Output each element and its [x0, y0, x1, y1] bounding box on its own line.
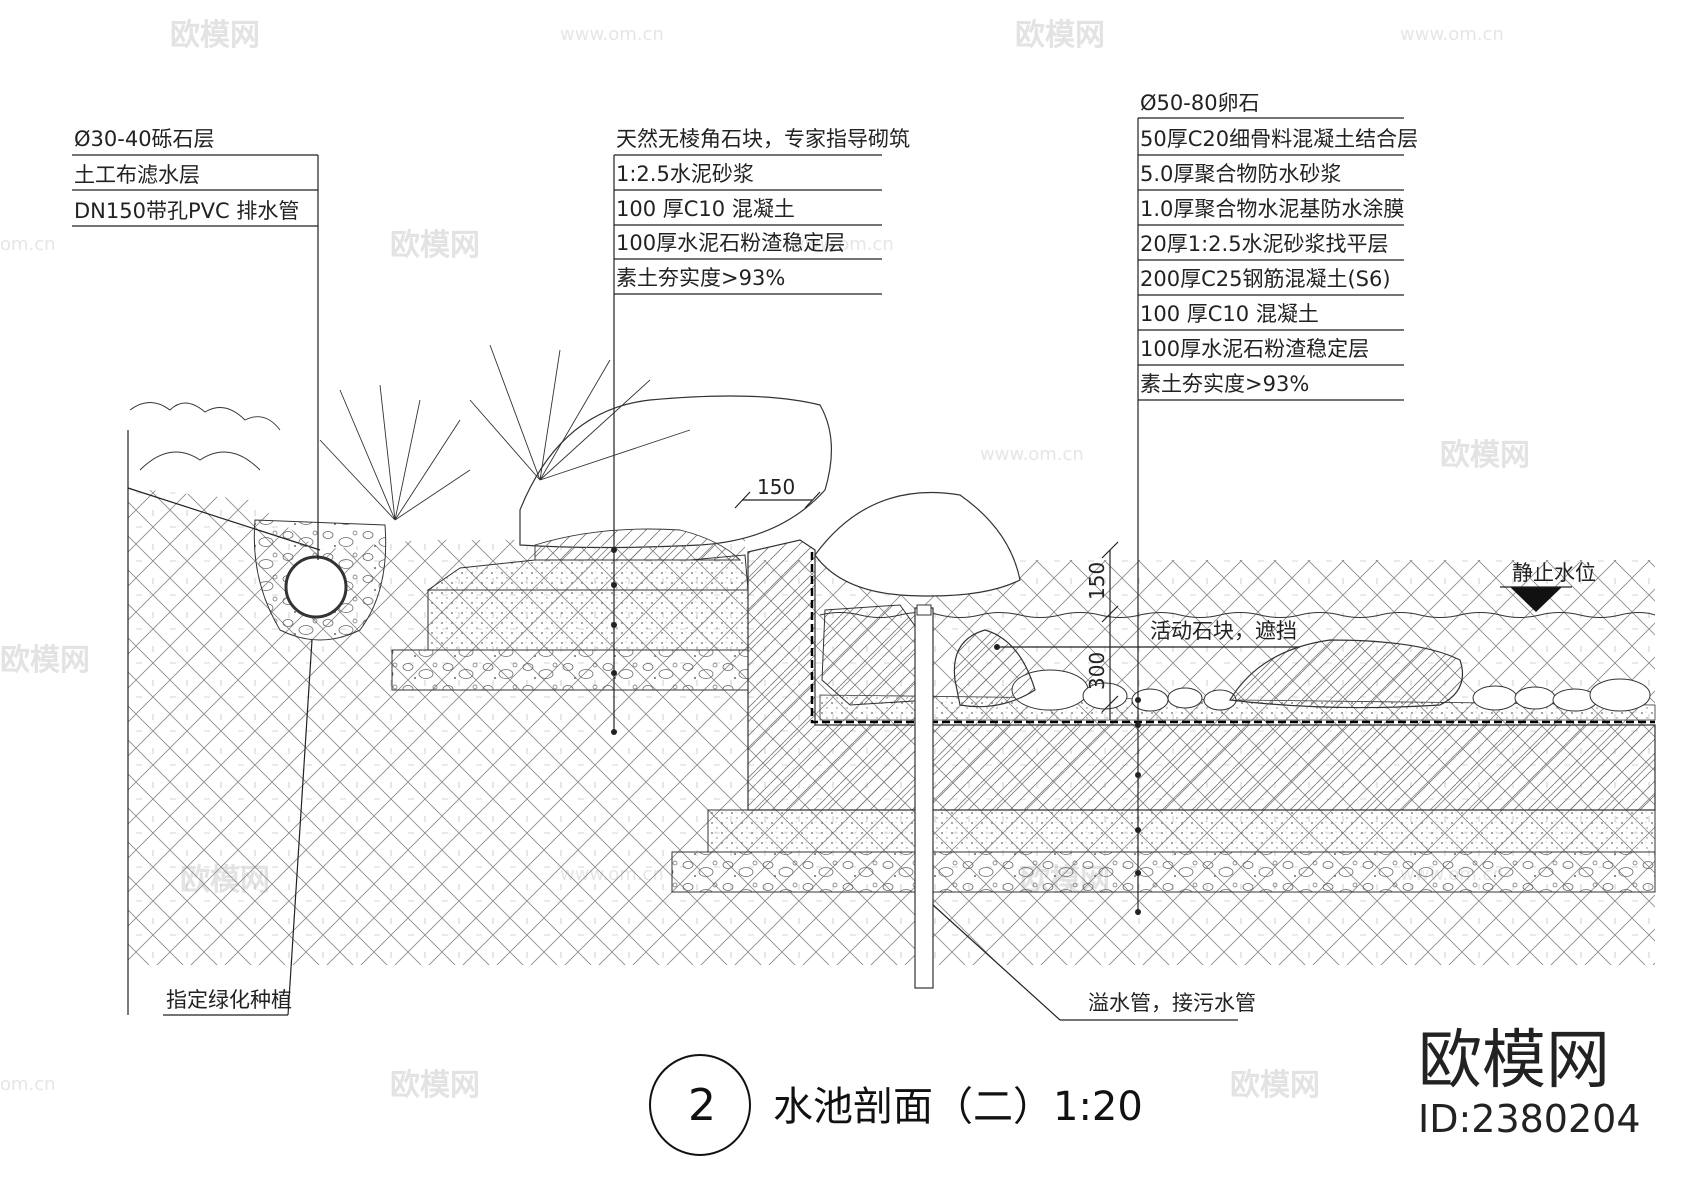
label-mid-1: 1:2.5水泥砂浆 — [616, 162, 754, 186]
label-left-1: 土工布滤水层 — [74, 163, 200, 187]
watermark-logo: 欧模网 — [390, 228, 480, 263]
dimension-text: 150 — [757, 475, 795, 499]
label-right-0: Ø50-80卵石 — [1140, 91, 1260, 115]
callout-left: Ø30-40砾石层 土工布滤水层 DN150带孔PVC 排水管 — [72, 127, 319, 560]
label-still-water: 静止水位 — [1512, 561, 1596, 585]
pool-c10-concrete — [707, 809, 1656, 853]
water-level-symbol — [1510, 587, 1562, 612]
overflow-pipe — [914, 607, 934, 989]
title-text: 水池剖面（二）1:20 — [773, 1084, 1143, 1130]
watermark-logo: 欧模网 — [1015, 18, 1105, 53]
title-number: 2 — [688, 1080, 716, 1131]
label-right-8: 素土夯实度>93% — [1140, 372, 1309, 396]
pool-waterproof-line — [810, 552, 1655, 724]
label-right-6: 100 厚C10 混凝土 — [1140, 302, 1319, 326]
watermark-logo: 欧模网 — [0, 643, 90, 678]
dimension-150-top: 150 — [734, 475, 821, 509]
label-mid-2: 100 厚C10 混凝土 — [616, 197, 795, 221]
drain-pipe — [284, 555, 348, 619]
watermark-url: www.om.cn — [790, 234, 894, 255]
label-overflow: 溢水管，接污水管 — [1088, 991, 1256, 1015]
callout-mid: 天然无棱角石块，专家指导砌筑 1:2.5水泥砂浆 100 厚C10 混凝土 10… — [611, 127, 910, 735]
shrub-outline — [129, 402, 281, 471]
left-concrete-layer — [427, 589, 749, 651]
watermark-logo: 欧模网 — [170, 18, 260, 53]
label-movable-stone: 活动石块，遮挡 — [1150, 619, 1297, 643]
annotation-overflow: 溢水管，接污水管 — [932, 904, 1256, 1021]
pool-stabilized-layer — [671, 851, 1656, 893]
dimension-text: 150 — [1085, 562, 1109, 600]
annotation-movable-stone: 活动石块，遮挡 — [994, 619, 1300, 650]
movable-stone-1 — [953, 629, 1036, 708]
label-left-0: Ø30-40砾石层 — [74, 127, 215, 151]
label-right-7: 100厚水泥石粉渣稳定层 — [1140, 337, 1369, 361]
label-left-2: DN150带孔PVC 排水管 — [74, 199, 299, 223]
dimension-text: 300 — [1085, 652, 1109, 690]
watermark-logo: 欧模网 — [1440, 438, 1530, 473]
drawing-title: 2 水池剖面（二）1:20 — [649, 1054, 1143, 1156]
edge-stone — [814, 491, 1021, 597]
label-right-1: 50厚C20细骨料混凝土结合层 — [1140, 127, 1418, 151]
label-right-5: 200厚C25钢筋混凝土(S6) — [1140, 267, 1391, 291]
label-mid-0: 天然无棱角石块，专家指导砌筑 — [616, 127, 910, 151]
label-right-3: 1.0厚聚合物水泥基防水涂膜 — [1140, 197, 1404, 221]
brand-id: ID:2380204 — [1418, 1097, 1641, 1141]
watermark-url: om.cn — [0, 234, 56, 255]
brand-stamp: 欧模网 ID:2380204 — [1418, 1024, 1641, 1141]
watermark-logo: 欧模网 — [1230, 1068, 1320, 1103]
watermark-url: om.cn — [0, 1074, 56, 1095]
annotation-still-water: 静止水位 — [1512, 561, 1596, 585]
watermark-url: www.om.cn — [980, 444, 1084, 465]
watermark-logo: 欧模网 — [390, 1068, 480, 1103]
title-number-circle — [649, 1054, 751, 1156]
annotation-planting: 指定绿化种植 — [163, 639, 313, 1016]
callout-right: Ø50-80卵石 50厚C20细骨料混凝土结合层 5.0厚聚合物防水砂浆 1.0… — [1135, 91, 1418, 915]
rock-mortar — [534, 528, 742, 561]
dimension-side: 150 300 — [1085, 541, 1119, 720]
water-surface — [819, 612, 1656, 618]
movable-stone-2 — [1229, 639, 1464, 709]
label-planting: 指定绿化种植 — [166, 988, 292, 1012]
plant-leaves — [319, 344, 691, 521]
watermark-url: www.om.cn — [560, 24, 664, 45]
watermark-url: www.om.cn — [1400, 24, 1504, 45]
brand-name: 欧模网 — [1418, 1024, 1610, 1098]
label-right-4: 20厚1:2.5水泥砂浆找平层 — [1140, 232, 1389, 256]
landscape-rock — [519, 395, 832, 549]
left-stabilized-layer — [391, 649, 749, 691]
label-right-2: 5.0厚聚合物防水砂浆 — [1140, 162, 1341, 186]
label-mid-3: 100厚水泥石粉渣稳定层 — [616, 231, 845, 255]
label-mid-4: 素土夯实度>93% — [616, 266, 785, 290]
